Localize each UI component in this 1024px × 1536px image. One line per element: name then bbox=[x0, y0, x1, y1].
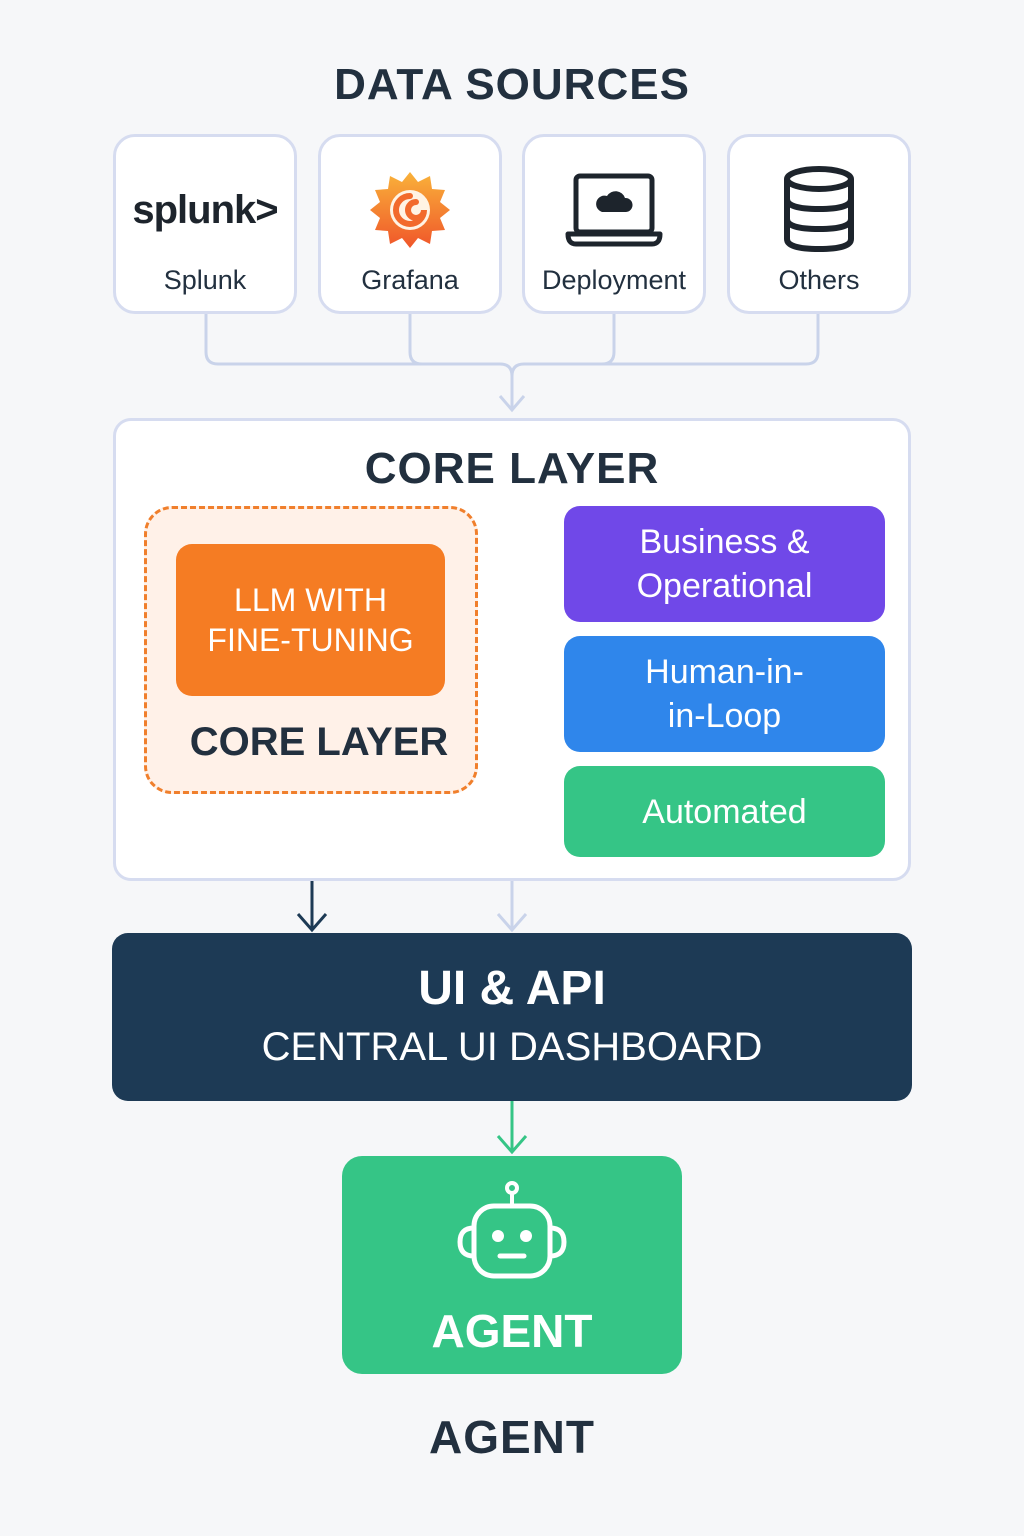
database-icon bbox=[730, 165, 908, 255]
mode-business-line2: Operational bbox=[636, 567, 813, 605]
splunk-logo: splunk> bbox=[116, 165, 294, 255]
source-card-splunk: splunk> Splunk bbox=[113, 134, 297, 314]
mode-business-operational: Business & Operational bbox=[564, 506, 885, 622]
agent-box: AGENT bbox=[342, 1156, 682, 1374]
data-sources-title: DATA SOURCES bbox=[334, 60, 690, 109]
source-card-others: Others bbox=[727, 134, 911, 314]
ui-api-box: UI & API CENTRAL UI DASHBOARD bbox=[112, 933, 912, 1101]
agent-box-label: AGENT bbox=[431, 1305, 593, 1357]
robot-icon bbox=[452, 1180, 572, 1280]
source-card-grafana: Grafana bbox=[318, 134, 502, 314]
mode-automated: Automated bbox=[564, 766, 885, 857]
ui-api-subtitle: CENTRAL UI DASHBOARD bbox=[261, 1025, 763, 1069]
splunk-logo-text: splunk> bbox=[132, 187, 278, 232]
source-label-splunk: Splunk bbox=[163, 265, 247, 295]
mode-human-line2: in-Loop bbox=[667, 697, 782, 735]
ui-to-agent-arrow bbox=[496, 1101, 528, 1155]
core-to-ui-arrow-light bbox=[496, 881, 528, 933]
agent-caption: AGENT bbox=[429, 1411, 595, 1463]
laptop-cloud-icon bbox=[525, 165, 703, 255]
source-card-deployment: Deployment bbox=[522, 134, 706, 314]
core-to-ui-arrow-dark bbox=[296, 881, 328, 933]
llm-box: LLM WITH FINE-TUNING bbox=[176, 544, 445, 696]
source-label-grafana: Grafana bbox=[361, 265, 459, 295]
source-label-deployment: Deployment bbox=[541, 265, 687, 295]
source-connectors bbox=[204, 314, 820, 413]
core-layer-title: CORE LAYER bbox=[364, 444, 660, 493]
llm-line2: FINE-TUNING bbox=[207, 622, 414, 658]
llm-line1: LLM WITH bbox=[234, 582, 387, 618]
mode-business-line1: Business & bbox=[639, 523, 810, 561]
inner-core-layer-label: CORE LAYER bbox=[189, 720, 449, 764]
mode-human-in-loop: Human-in- in-Loop bbox=[564, 636, 885, 752]
mode-automated-label: Automated bbox=[642, 792, 807, 831]
ui-api-title: UI & API bbox=[418, 962, 606, 1015]
source-label-others: Others bbox=[778, 265, 860, 295]
grafana-icon bbox=[321, 165, 499, 255]
mode-human-line1: Human-in- bbox=[645, 653, 804, 691]
